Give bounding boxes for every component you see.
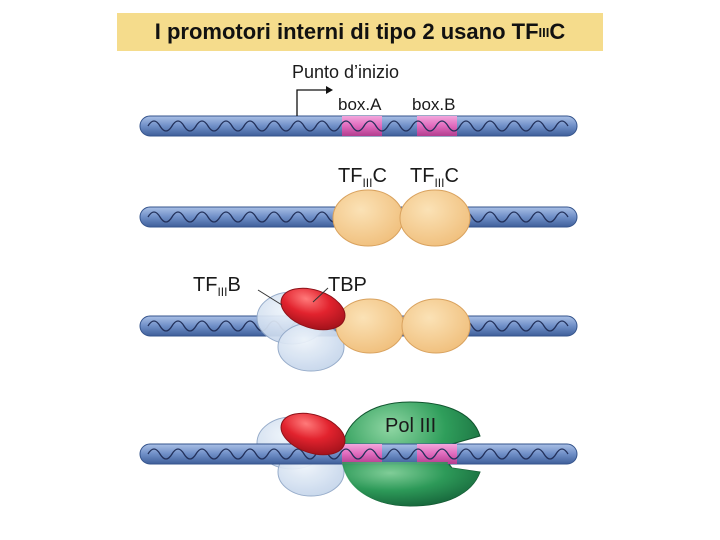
box-b-segment xyxy=(417,444,457,464)
tfiiib-label: TFIIIB xyxy=(193,274,241,299)
tbp-label: TBP xyxy=(328,274,367,296)
row-1-dna xyxy=(139,115,578,137)
tfiiic-left xyxy=(332,189,404,247)
tfiiic-right xyxy=(399,189,471,247)
tbp-protein xyxy=(280,287,346,331)
title-main: I promotori interni di tipo 2 usano TF xyxy=(154,19,539,44)
row-4-dna xyxy=(139,443,578,465)
tfiiic-right-label: TFIIIC xyxy=(410,165,459,190)
start-arrow xyxy=(296,89,327,116)
start-point-label: Punto d’inizio xyxy=(292,62,399,82)
title-subscript: III xyxy=(538,24,550,40)
pol3-label: Pol III xyxy=(385,415,436,437)
tfiiib-lower xyxy=(277,322,345,372)
helix xyxy=(147,448,569,460)
tfiiic-right xyxy=(401,298,471,354)
pol3-lower-jaw xyxy=(342,462,480,506)
tfiiib-pointer xyxy=(257,289,283,306)
tfiiic-left xyxy=(335,298,405,354)
box-b-segment xyxy=(417,116,457,136)
title-suffix: C xyxy=(549,19,566,44)
start-arrowhead xyxy=(326,86,333,94)
tbp-protein xyxy=(280,412,346,456)
box-a-label: box.A xyxy=(338,95,382,114)
tbp-pointer xyxy=(312,287,329,303)
helix xyxy=(147,120,569,132)
tfiiic-left-label: TFIIIC xyxy=(338,165,387,190)
box-b-label: box.B xyxy=(412,95,455,114)
